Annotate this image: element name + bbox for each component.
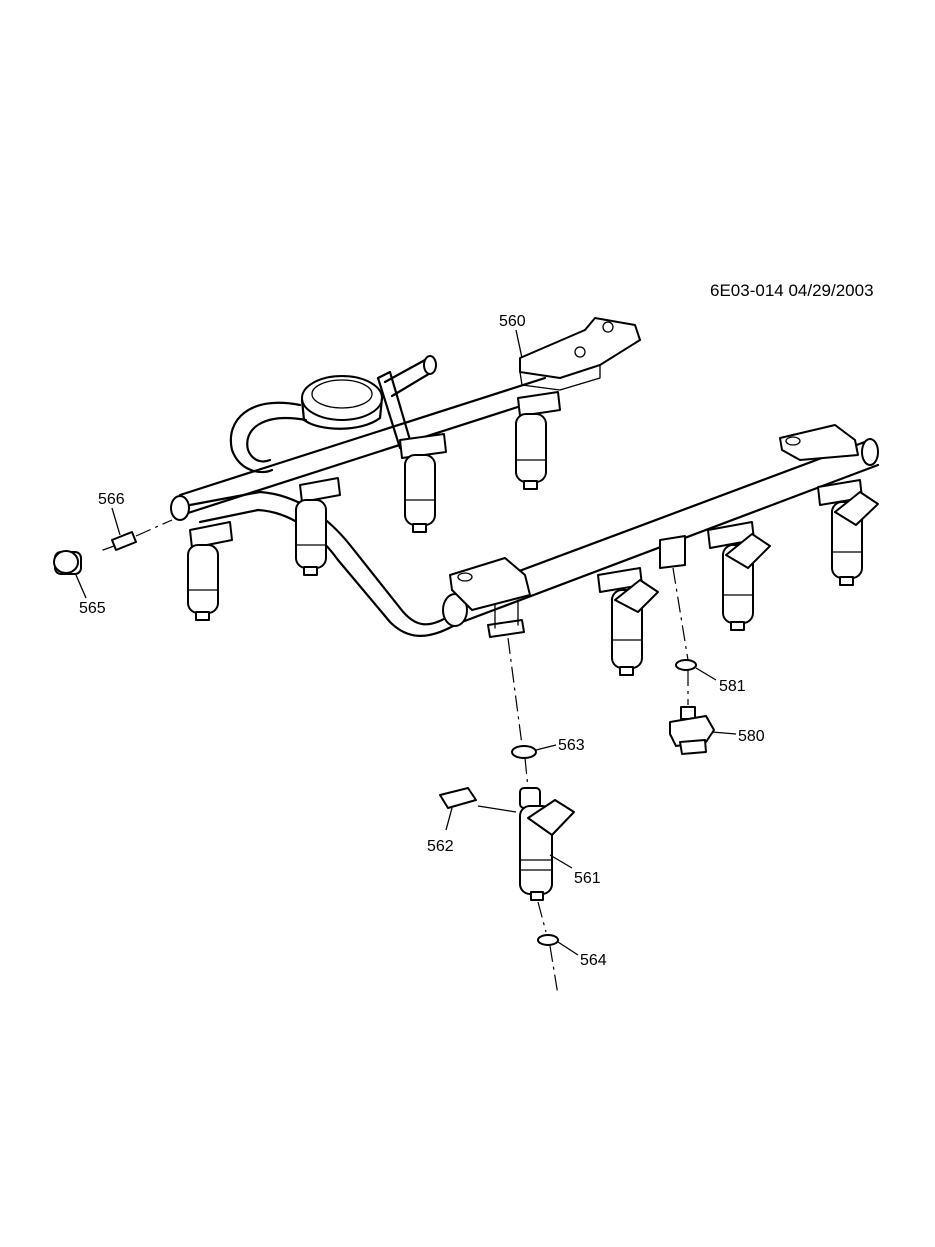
callout-581: 581 <box>719 678 746 695</box>
part-561-injector <box>519 787 575 901</box>
injector-rear-1 <box>187 521 233 621</box>
crossover-tube <box>188 401 457 637</box>
axis-injector-mid <box>524 757 529 789</box>
front-injectors <box>597 479 879 676</box>
part-580-regulator <box>669 706 715 755</box>
callout-561: 561 <box>574 870 601 887</box>
part-563-o-ring <box>511 745 537 759</box>
part-566-valve <box>102 519 173 551</box>
injector-front-2 <box>707 521 771 631</box>
axis-injector-upper <box>507 637 523 746</box>
callout-560: 560 <box>499 313 526 330</box>
part-562-clip <box>439 787 517 813</box>
rear-injectors <box>187 391 561 621</box>
drawing-reference: 6E03-014 04/29/2003 <box>710 281 874 300</box>
rear-fuel-rail <box>170 317 641 521</box>
callout-563: 563 <box>558 737 585 754</box>
injector-rear-4 <box>515 391 561 490</box>
injector-rear-2 <box>295 477 341 576</box>
callout-566: 566 <box>98 491 125 508</box>
axis-injector-bottom <box>549 945 559 996</box>
injector-rear-3 <box>399 433 447 533</box>
part-565-cap <box>53 550 82 575</box>
callout-leaders <box>75 329 737 956</box>
callout-564: 564 <box>580 952 607 969</box>
part-564-o-ring <box>537 934 559 946</box>
axis-injector-lower <box>537 901 547 933</box>
part-581-seal <box>672 567 697 705</box>
injector-front-3 <box>817 479 879 586</box>
injector-front-1 <box>597 567 659 676</box>
callout-580: 580 <box>738 728 765 745</box>
front-fuel-rail <box>442 424 880 638</box>
callout-565: 565 <box>79 600 106 617</box>
callout-562: 562 <box>427 838 454 855</box>
